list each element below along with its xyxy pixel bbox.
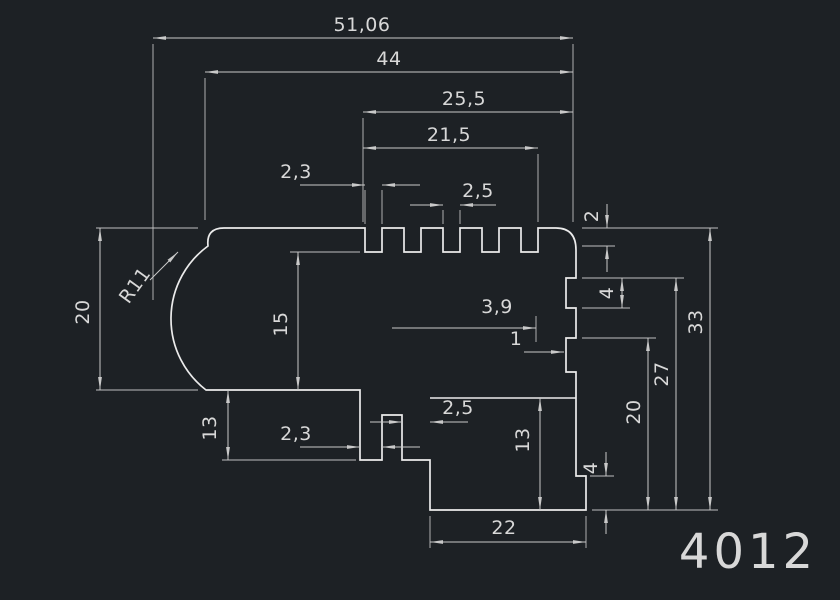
- dim-label-20-left: 20: [72, 299, 94, 324]
- dim-label-1: 1: [510, 328, 523, 350]
- dim-label-r11: R11: [115, 263, 156, 307]
- dim-label-25-5: 25,5: [442, 88, 486, 110]
- profile-outline: [170, 227, 587, 511]
- dimension-lines: [98, 36, 712, 544]
- dim-label-13-left: 13: [199, 415, 221, 440]
- dim-label-13-bottom: 13: [512, 427, 534, 452]
- dim-label-2-right: 2: [581, 210, 603, 223]
- dim-label-27: 27: [651, 361, 673, 386]
- dim-label-2-3-top: 2,3: [280, 161, 312, 183]
- dim-label-22: 22: [491, 517, 516, 539]
- profile-geometry: [170, 227, 587, 511]
- dim-label-2-5-bottom: 2,5: [442, 397, 474, 419]
- dimension-labels: 51,06 44 25,5 21,5 2,3 2,5 20 R11 15 3,9…: [72, 14, 707, 539]
- dim-label-15: 15: [270, 311, 292, 336]
- extension-lines: [96, 44, 718, 548]
- dim-label-4-bottom: 4: [580, 462, 602, 475]
- dim-label-3-9: 3,9: [481, 296, 513, 318]
- dim-label-2-3-bottom: 2,3: [280, 423, 312, 445]
- dim-label-4-right: 4: [596, 287, 618, 300]
- dim-label-21-5: 21,5: [427, 124, 471, 146]
- dim-label-2-5-top: 2,5: [462, 180, 494, 202]
- dim-label-33: 33: [685, 309, 707, 334]
- dim-label-20-right: 20: [623, 399, 645, 424]
- dim-label-44: 44: [376, 48, 401, 70]
- leader-line-r11: [149, 251, 179, 281]
- dim-label-51-06: 51,06: [334, 14, 391, 36]
- part-number-label: 4012: [679, 524, 817, 580]
